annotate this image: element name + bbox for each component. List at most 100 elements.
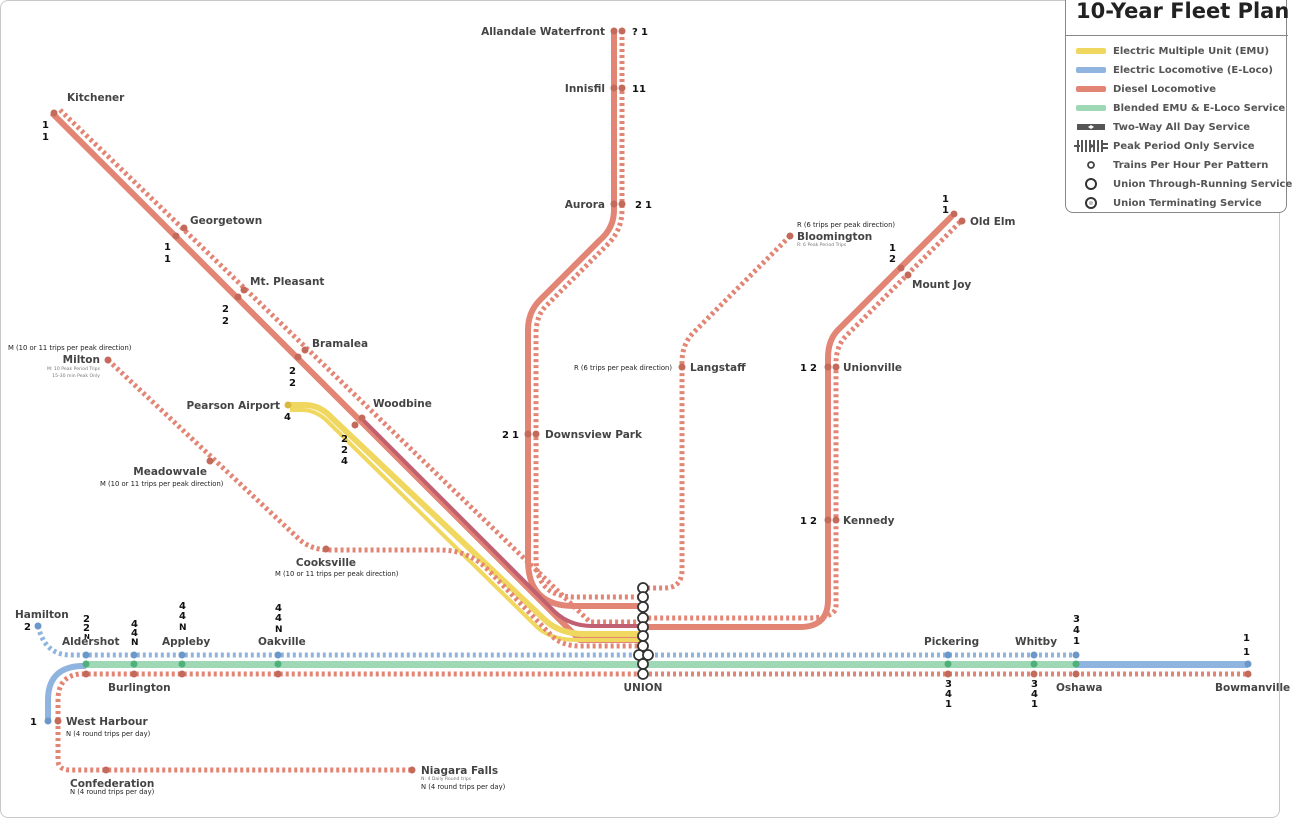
station-label-whitby[interactable]: Whitby <box>1015 636 1057 648</box>
station-label-woodbine[interactable]: Woodbine <box>373 398 432 410</box>
appleby-dot-1[interactable] <box>178 651 186 659</box>
pickering-dot-3[interactable] <box>944 670 952 678</box>
kennedy-dot-2[interactable] <box>832 516 840 524</box>
allandale-dot[interactable] <box>610 27 618 35</box>
aurora-dot-2[interactable] <box>618 200 626 208</box>
georgetown-dot[interactable] <box>172 232 180 240</box>
station-label-downsview[interactable]: Downsview Park <box>545 429 643 441</box>
woodbine-dot[interactable] <box>351 421 359 429</box>
station-label-aurora[interactable]: Aurora <box>565 199 605 211</box>
langstaff-dot[interactable] <box>678 363 686 371</box>
downsview-dot[interactable] <box>524 430 532 438</box>
innisfil-dot[interactable] <box>610 84 618 92</box>
pickering-dot-1[interactable] <box>944 651 952 659</box>
allandale-dot-2[interactable] <box>618 27 626 35</box>
mountjoy-dot-2[interactable] <box>904 271 912 279</box>
station-label-mountjoy[interactable]: Mount Joy <box>912 279 971 291</box>
westharbour-dot-1[interactable] <box>44 717 52 725</box>
bowmanville-dot-1[interactable] <box>1244 660 1252 668</box>
station-label-mtpleasant[interactable]: Mt. Pleasant <box>250 276 324 288</box>
count-bowmanville-1: 1 <box>1243 647 1250 658</box>
station-label-bloomington[interactable]: Bloomington <box>797 231 872 243</box>
station-label-aldershot[interactable]: Aldershot <box>62 636 120 648</box>
innisfil-dot-2[interactable] <box>618 84 626 92</box>
station-label-kitchener[interactable]: Kitchener <box>67 92 125 104</box>
station-label-niagara[interactable]: Niagara Falls <box>421 765 498 777</box>
niagara-dot[interactable] <box>408 766 416 774</box>
count-unionville-1: 2 <box>810 363 817 374</box>
aldershot-dot-2[interactable] <box>82 660 90 668</box>
aldershot-dot-1[interactable] <box>82 651 90 659</box>
mtpleasant-dot-2[interactable] <box>240 286 248 294</box>
bowmanville-dot-2[interactable] <box>1244 670 1252 678</box>
oshawa-dot-3[interactable] <box>1072 670 1080 678</box>
burlington-dot-1[interactable] <box>130 651 138 659</box>
station-label-georgetown[interactable]: Georgetown <box>190 215 262 227</box>
unionville-dot-2[interactable] <box>832 363 840 371</box>
station-label-pickering[interactable]: Pickering <box>924 636 979 648</box>
station-label-innisfil[interactable]: Innisfil <box>565 83 605 95</box>
oshawa-dot-2[interactable] <box>1072 660 1080 668</box>
unionville-dot[interactable] <box>824 363 832 371</box>
bramalea-dot-2[interactable] <box>301 346 309 354</box>
union-station-rings[interactable] <box>633 582 654 680</box>
station-label-kennedy[interactable]: Kennedy <box>843 515 895 527</box>
whitby-dot-1[interactable] <box>1030 651 1038 659</box>
station-label-hamilton[interactable]: Hamilton <box>15 609 69 621</box>
downsview-dot-2[interactable] <box>532 430 540 438</box>
station-label-westharbour[interactable]: West Harbour <box>66 716 149 728</box>
appleby-dot-2[interactable] <box>178 660 186 668</box>
bramalea-dot[interactable] <box>294 353 302 361</box>
station-label-union[interactable]: UNION <box>624 682 663 694</box>
kennedy-dot[interactable] <box>824 516 832 524</box>
station-label-milton[interactable]: Milton <box>63 354 100 366</box>
oshawa-dot-1[interactable] <box>1072 651 1080 659</box>
station-label-confederation[interactable]: Confederation <box>70 778 154 790</box>
oldelm-dot[interactable] <box>950 210 958 218</box>
appleby-dot-3[interactable] <box>178 670 186 678</box>
cooksville-dot[interactable] <box>322 545 330 553</box>
oakville-dot-3[interactable] <box>274 670 282 678</box>
pickering-dot-2[interactable] <box>944 660 952 668</box>
station-label-cooksville[interactable]: Cooksville <box>296 557 356 569</box>
milton-dot[interactable] <box>104 356 112 364</box>
aldershot-dot-3[interactable] <box>82 670 90 678</box>
count-mountjoy-1: 2 <box>889 254 896 265</box>
woodbine-dot-2[interactable] <box>358 414 366 422</box>
mtpleasant-dot[interactable] <box>234 293 242 301</box>
meadowvale-dot[interactable] <box>206 457 214 465</box>
station-label-unionville[interactable]: Unionville <box>843 362 902 374</box>
count-burlington-0: 4 <box>131 619 138 630</box>
station-label-langstaff[interactable]: Langstaff <box>690 362 746 374</box>
station-label-allandale[interactable]: Allandale Waterfront <box>481 26 605 38</box>
aurora-dot[interactable] <box>610 200 618 208</box>
oldelm-dot-2[interactable] <box>958 217 966 225</box>
station-label-bramalea[interactable]: Bramalea <box>312 338 368 350</box>
georgetown-dot-2[interactable] <box>180 224 188 232</box>
mountjoy-dot[interactable] <box>897 264 905 272</box>
legend-item-two-way: Two-Way All Day Service <box>1076 118 1250 136</box>
burlington-dot-3[interactable] <box>130 670 138 678</box>
two-way-arrow-icon <box>1076 118 1106 136</box>
pearson-dot[interactable] <box>284 401 292 409</box>
whitby-dot-3[interactable] <box>1030 670 1038 678</box>
oakville-dot-2[interactable] <box>274 660 282 668</box>
station-label-appleby[interactable]: Appleby <box>162 636 210 648</box>
hamilton-dot[interactable] <box>34 622 42 630</box>
station-label-oldelm[interactable]: Old Elm <box>970 216 1015 228</box>
station-label-oshawa[interactable]: Oshawa <box>1056 682 1103 694</box>
station-labels: Allandale Waterfront Innisfil Aurora Dow… <box>15 26 1290 790</box>
whitby-dot-2[interactable] <box>1030 660 1038 668</box>
burlington-dot-2[interactable] <box>130 660 138 668</box>
kitchener-dot[interactable] <box>50 109 58 117</box>
blue-line-swatch-icon <box>1076 61 1106 79</box>
confederation-dot[interactable] <box>102 766 110 774</box>
station-label-burlington[interactable]: Burlington <box>108 682 171 694</box>
station-label-oakville[interactable]: Oakville <box>258 636 306 648</box>
station-label-meadowvale[interactable]: Meadowvale <box>133 466 207 478</box>
westharbour-dot-2[interactable] <box>54 717 62 725</box>
station-label-bowmanville[interactable]: Bowmanville <box>1215 682 1290 694</box>
station-label-pearson[interactable]: Pearson Airport <box>186 400 280 412</box>
oakville-dot-1[interactable] <box>274 651 282 659</box>
bloomington-dot[interactable] <box>786 232 794 240</box>
